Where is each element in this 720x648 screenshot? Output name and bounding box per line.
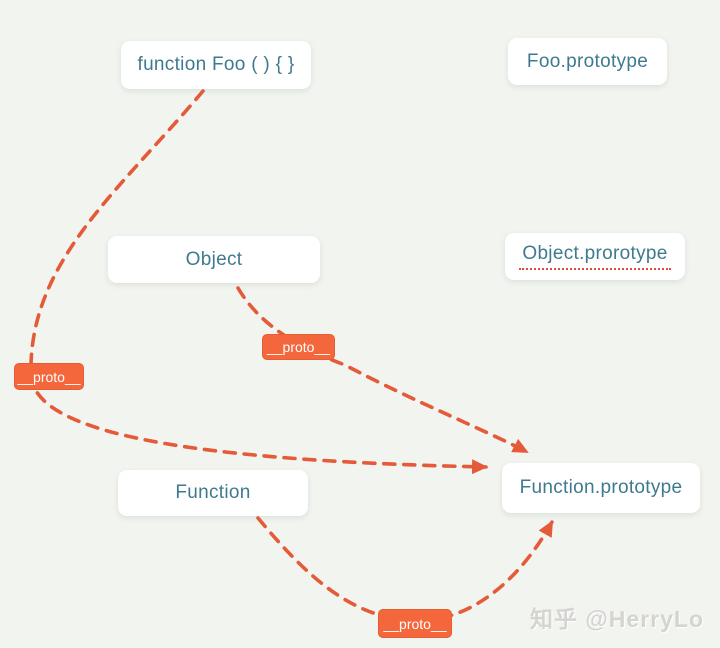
proto-label-bottom-text: __proto__ [383,615,447,632]
node-function-label: Function [175,482,251,503]
node-function-prototype: Function.prototype [502,463,700,513]
proto-label-middle-text: __proto__ [266,339,331,355]
node-foo-prototype-label: Foo.prototype [526,50,649,72]
node-object-label: Object [185,248,243,270]
proto-label-middle: __proto__ [262,334,335,360]
edge-object-to-function-prototype [236,286,529,454]
node-function-prototype-label: Function.prototype [519,477,683,498]
edge-function-to-function-prototype [256,516,554,623]
proto-label-bottom: __proto__ [378,609,452,638]
node-function-foo-label: function Foo ( ) { } [137,54,295,75]
node-object-prototype-label: Object.prorotype [519,243,671,270]
node-object: Object [108,236,320,283]
node-foo-prototype: Foo.prototype [508,38,667,85]
node-function: Function [118,470,308,516]
node-object-prototype: Object.prorotype [505,233,685,280]
zhihu-watermark: 知乎 @HerryLo [529,606,704,632]
proto-label-left-text: __proto__ [17,368,81,385]
proto-label-left: __proto__ [14,363,84,390]
node-function-foo: function Foo ( ) { } [121,41,311,89]
